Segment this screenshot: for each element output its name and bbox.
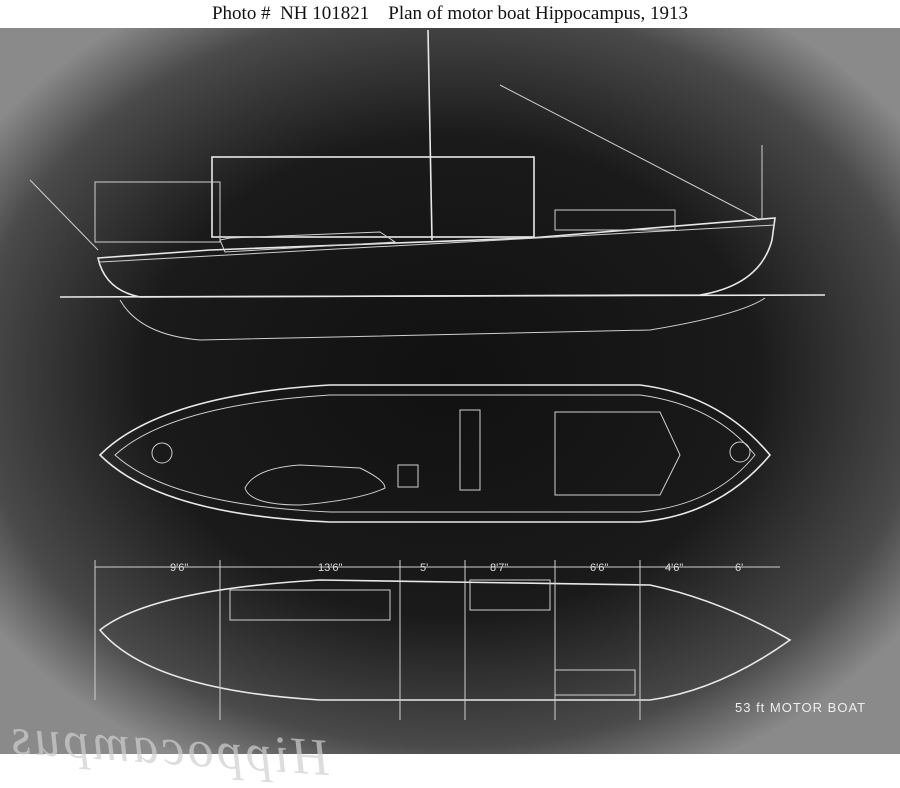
dimension-label: 6' (735, 562, 743, 574)
plan-view (98, 384, 772, 523)
dimension-label: 9'6" (170, 562, 188, 574)
dimension-label: 6'6" (590, 562, 608, 574)
dimension-label: 5' (420, 562, 428, 574)
dimension-label: 13'6" (318, 562, 342, 574)
boat-plan-drawing: 9'6" 13'6" 5' 8'7" 6'6" 4'6" 6' (29, 29, 826, 720)
blueprint-photo: 9'6" 13'6" 5' 8'7" 6'6" 4'6" 6' Hippocam… (0, 28, 900, 787)
drawing-title: 53 ft MOTOR BOAT (735, 700, 867, 715)
dimension-label: 8'7" (490, 562, 508, 574)
dimension-label: 4'6" (665, 562, 683, 574)
photo-caption: Photo # NH 101821 Plan of motor boat Hip… (0, 0, 900, 28)
deck-plan: 9'6" 13'6" 5' 8'7" 6'6" 4'6" 6' (94, 560, 792, 720)
profile-view (29, 29, 826, 341)
